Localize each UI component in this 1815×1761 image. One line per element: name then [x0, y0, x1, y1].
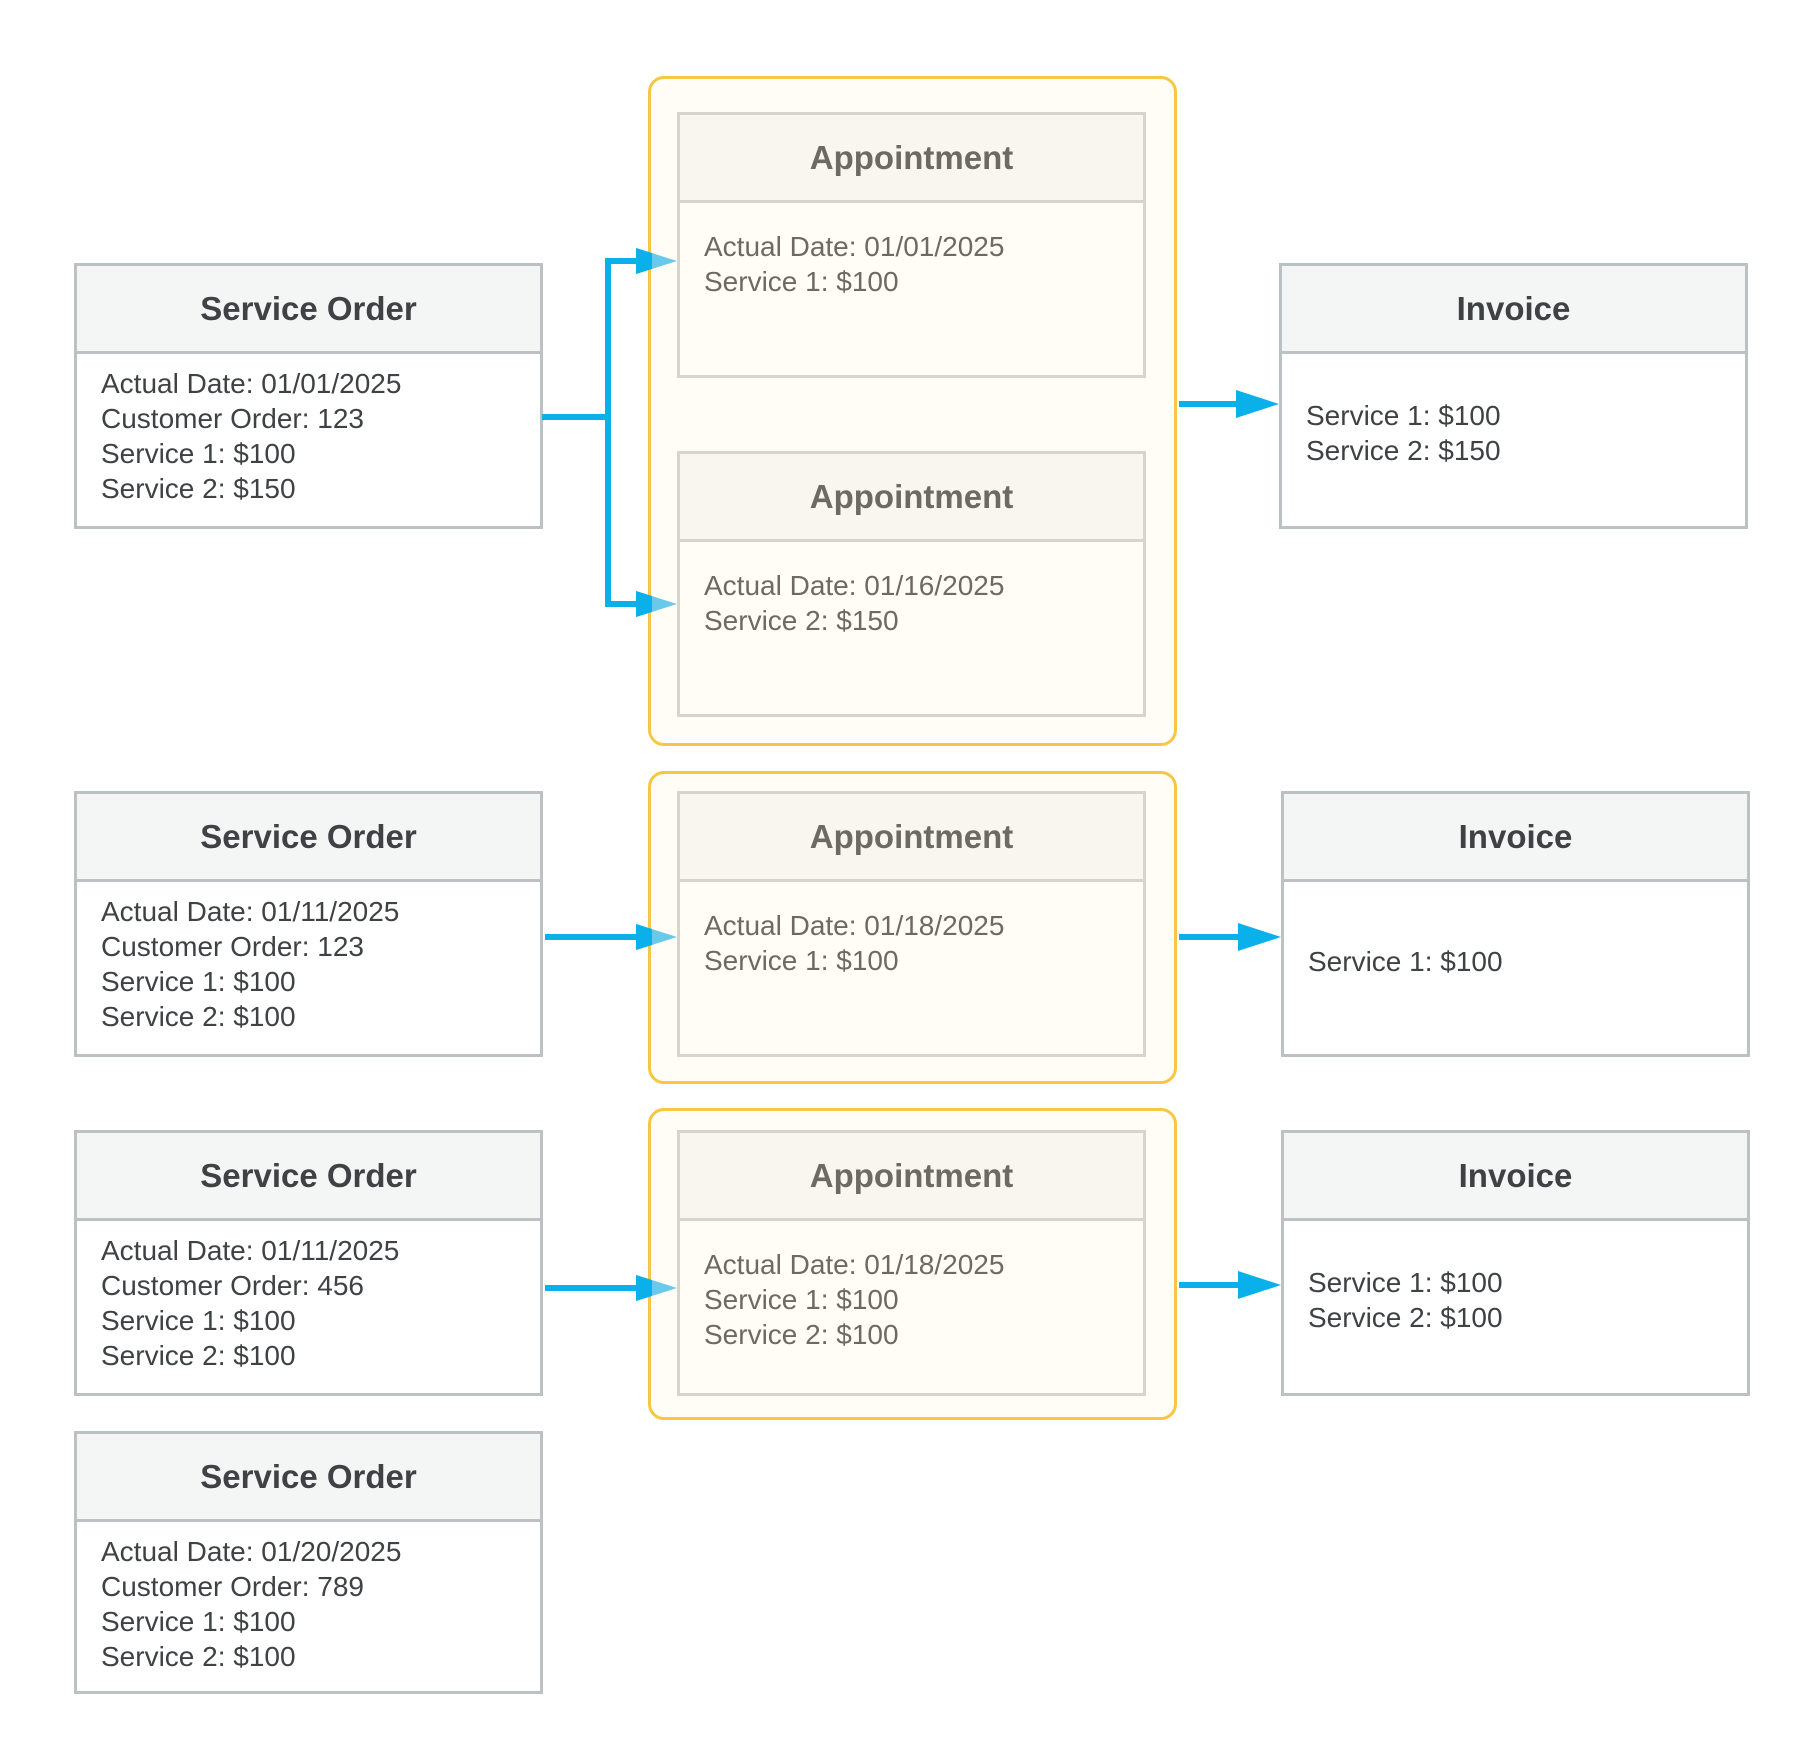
service-line: Service 2: $100: [101, 1641, 296, 1672]
service-line: Service 1: $100: [704, 1284, 899, 1315]
service-line: Service 1: $100: [101, 1606, 296, 1637]
invoice-card-1[interactable]: Invoice Service 1: $100 Service 2: $150: [1279, 263, 1748, 529]
service-line: Service 2: $100: [1308, 1302, 1503, 1333]
actual-date: Actual Date: 01/11/2025: [101, 1235, 400, 1266]
invoice-details: Service 1: $100 Service 2: $100: [1284, 1221, 1747, 1335]
service-order-title: Service Order: [77, 1133, 540, 1221]
appointment-title: Appointment: [680, 115, 1143, 203]
service-line: Service 2: $100: [101, 1340, 296, 1371]
appointment-card-3[interactable]: Appointment Actual Date: 01/18/2025 Serv…: [677, 791, 1146, 1057]
service-line: Service 2: $100: [101, 1001, 296, 1032]
arrowhead-to-invoice-1: [1236, 390, 1279, 418]
appointment-title: Appointment: [680, 1133, 1143, 1221]
customer-order: Customer Order: 456: [101, 1270, 364, 1301]
service-line: Service 2: $150: [101, 473, 296, 504]
invoice-details: Service 1: $100: [1284, 882, 1747, 979]
appointment-details: Actual Date: 01/18/2025 Service 1: $100 …: [680, 1221, 1143, 1352]
actual-date: Actual Date: 01/16/2025: [704, 570, 1005, 601]
appointment-card-1[interactable]: Appointment Actual Date: 01/01/2025 Serv…: [677, 112, 1146, 378]
appointment-details: Actual Date: 01/18/2025 Service 1: $100: [680, 882, 1143, 978]
customer-order: Customer Order: 123: [101, 931, 364, 962]
arrowhead-to-invoice-2: [1238, 923, 1281, 951]
service-order-card-3[interactable]: Service Order Actual Date: 01/11/2025 Cu…: [74, 1130, 543, 1396]
service-order-details: Actual Date: 01/20/2025 Customer Order: …: [77, 1522, 540, 1674]
appointment-title: Appointment: [680, 454, 1143, 542]
service-order-card-2[interactable]: Service Order Actual Date: 01/11/2025 Cu…: [74, 791, 543, 1057]
service-order-details: Actual Date: 01/01/2025 Customer Order: …: [77, 354, 540, 506]
service-line: Service 1: $100: [101, 438, 296, 469]
service-line: Service 1: $100: [704, 266, 899, 297]
appointment-card-4[interactable]: Appointment Actual Date: 01/18/2025 Serv…: [677, 1130, 1146, 1396]
invoice-title: Invoice: [1284, 794, 1747, 882]
service-line: Service 2: $150: [704, 605, 899, 636]
arrowhead-to-invoice-3: [1238, 1271, 1281, 1299]
service-order-title: Service Order: [77, 794, 540, 882]
actual-date: Actual Date: 01/01/2025: [101, 368, 402, 399]
service-line: Service 1: $100: [704, 945, 899, 976]
service-line: Service 1: $100: [101, 1305, 296, 1336]
service-line: Service 1: $100: [1308, 946, 1503, 977]
invoice-details: Service 1: $100 Service 2: $150: [1282, 354, 1745, 468]
invoice-card-2[interactable]: Invoice Service 1: $100: [1281, 791, 1750, 1057]
customer-order: Customer Order: 789: [101, 1571, 364, 1602]
service-line: Service 1: $100: [1308, 1267, 1503, 1298]
actual-date: Actual Date: 01/18/2025: [704, 1249, 1005, 1280]
service-line: Service 1: $100: [101, 966, 296, 997]
invoice-card-3[interactable]: Invoice Service 1: $100 Service 2: $100: [1281, 1130, 1750, 1396]
invoice-title: Invoice: [1284, 1133, 1747, 1221]
invoice-title: Invoice: [1282, 266, 1745, 354]
service-order-title: Service Order: [77, 266, 540, 354]
actual-date: Actual Date: 01/20/2025: [101, 1536, 402, 1567]
service-order-details: Actual Date: 01/11/2025 Customer Order: …: [77, 882, 540, 1034]
service-order-card-1[interactable]: Service Order Actual Date: 01/01/2025 Cu…: [74, 263, 543, 529]
appointment-title: Appointment: [680, 794, 1143, 882]
service-order-title: Service Order: [77, 1434, 540, 1522]
connector-service-order-1-to-appointments: [542, 258, 651, 607]
service-line: Service 2: $100: [704, 1319, 899, 1350]
customer-order: Customer Order: 123: [101, 403, 364, 434]
service-order-card-4[interactable]: Service Order Actual Date: 01/20/2025 Cu…: [74, 1431, 543, 1694]
appointment-card-2[interactable]: Appointment Actual Date: 01/16/2025 Serv…: [677, 451, 1146, 717]
service-line: Service 2: $150: [1306, 435, 1501, 466]
actual-date: Actual Date: 01/11/2025: [101, 896, 400, 927]
service-line: Service 1: $100: [1306, 400, 1501, 431]
appointment-details: Actual Date: 01/01/2025 Service 1: $100: [680, 203, 1143, 299]
actual-date: Actual Date: 01/18/2025: [704, 910, 1005, 941]
appointment-details: Actual Date: 01/16/2025 Service 2: $150: [680, 542, 1143, 638]
actual-date: Actual Date: 01/01/2025: [704, 231, 1005, 262]
service-order-details: Actual Date: 01/11/2025 Customer Order: …: [77, 1221, 540, 1373]
